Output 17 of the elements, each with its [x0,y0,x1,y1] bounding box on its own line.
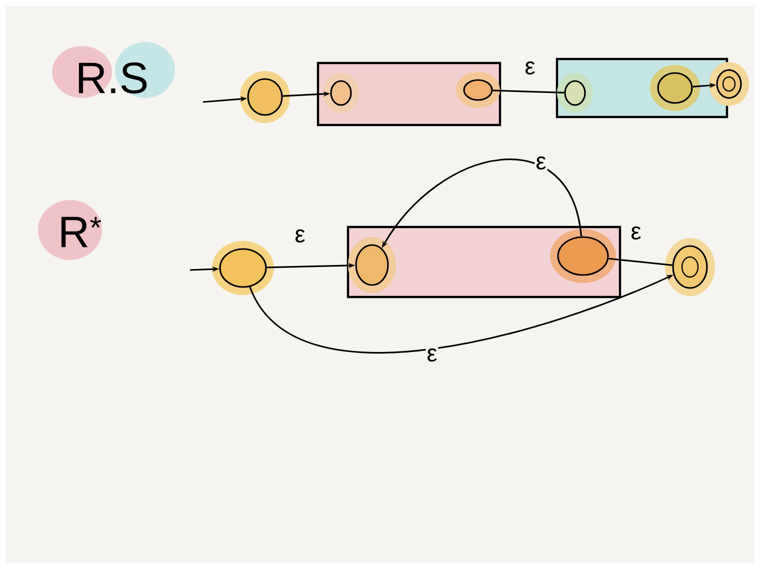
edge-label: ε [524,60,536,76]
state-circle [650,65,700,111]
expression-label: R$^{*}$ [61,216,102,248]
accept-state-circle [709,62,749,106]
state-circle [557,73,593,113]
state-circle [456,72,500,108]
edge-label: ε [534,155,548,171]
edge-label: ε [426,347,438,363]
state-circle [323,73,359,113]
accept-state-circle [665,238,715,296]
state-circle [550,229,616,283]
state-circle [348,237,396,293]
state-circle [240,71,290,123]
edge-label: ε [630,225,642,241]
expression-label: R.S [78,62,147,94]
state-circle [212,241,274,295]
edge-label: ε [294,228,306,244]
